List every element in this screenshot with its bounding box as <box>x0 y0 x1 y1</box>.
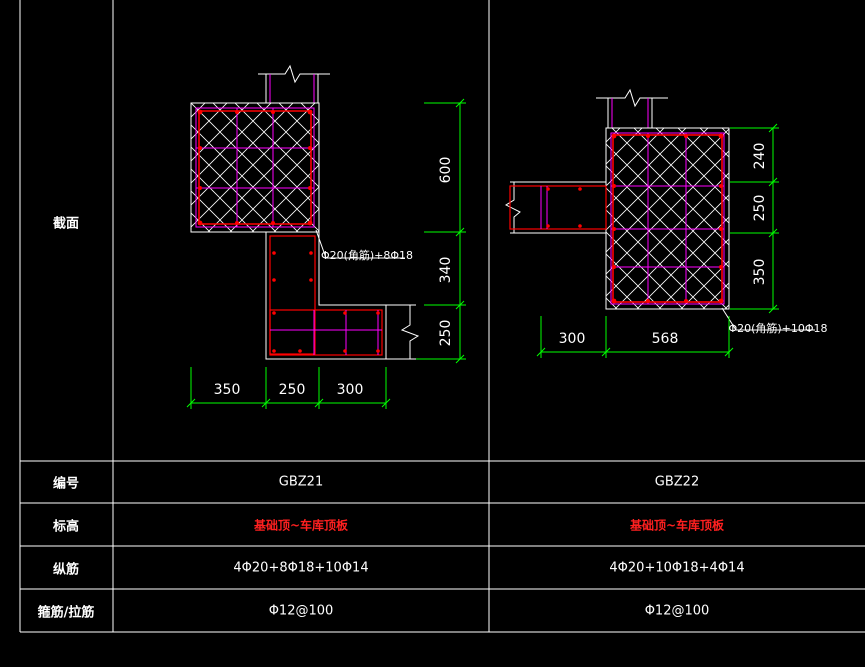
cell-gbz22-elevation: 基础顶~车库顶板 <box>629 518 725 533</box>
rebar-note-gbz21: Φ20(角筋)+8Φ18 <box>320 249 414 262</box>
dim-gbz22-h-568: 568 <box>651 331 679 347</box>
dim-gbz22-v-350: 350 <box>752 258 768 286</box>
dim-gbz21-h-350: 350 <box>213 382 241 398</box>
dim-gbz21-h-250: 250 <box>278 382 306 398</box>
row-header-stirrup: 箍筋/拉筋 <box>37 605 95 621</box>
cell-gbz22-longitudinal: 4Φ20+10Φ18+4Φ14 <box>609 560 745 576</box>
row-header-id: 编号 <box>52 476 80 492</box>
dim-gbz21-v-340: 340 <box>438 256 454 284</box>
dim-gbz21-v-250: 250 <box>438 319 454 347</box>
cell-gbz22-id: GBZ22 <box>654 474 700 490</box>
section-gbz22 <box>504 88 815 358</box>
dim-vertical-gbz21 <box>416 98 466 364</box>
section-gbz21 <box>186 64 466 409</box>
main-block-gbz22 <box>605 127 730 310</box>
dim-gbz22-v-250: 250 <box>752 194 768 222</box>
dim-gbz22-v-240: 240 <box>752 142 768 170</box>
dim-gbz21-h-300: 300 <box>336 382 364 398</box>
column-stub-gbz21 <box>258 64 330 103</box>
main-block-gbz21 <box>190 102 320 233</box>
rebar-dots-main-gbz21 <box>197 109 313 226</box>
cell-gbz21-id: GBZ21 <box>278 474 324 490</box>
dim-gbz22-h-300: 300 <box>558 331 586 347</box>
rebar-note-gbz22: Φ20(角筋)+10Φ18 <box>728 322 828 335</box>
cell-gbz21-longitudinal: 4Φ20+8Φ18+10Φ14 <box>233 560 369 576</box>
cell-gbz22-stirrup: Φ12@100 <box>644 603 710 619</box>
cell-gbz21-stirrup: Φ12@100 <box>268 603 334 619</box>
row-header-section: 截面 <box>52 216 80 232</box>
row-header-elevation: 标高 <box>52 519 80 535</box>
dim-horizontal-gbz22 <box>536 316 734 358</box>
table-grid <box>19 0 865 633</box>
dim-vertical-gbz22 <box>730 123 779 314</box>
cell-gbz21-elevation: 基础顶~车库顶板 <box>253 518 349 533</box>
web-outline-gbz21 <box>265 232 387 360</box>
dim-gbz21-v-600: 600 <box>438 156 454 184</box>
row-header-longitudinal: 纵筋 <box>52 562 80 578</box>
dim-horizontal-gbz21 <box>186 367 391 409</box>
